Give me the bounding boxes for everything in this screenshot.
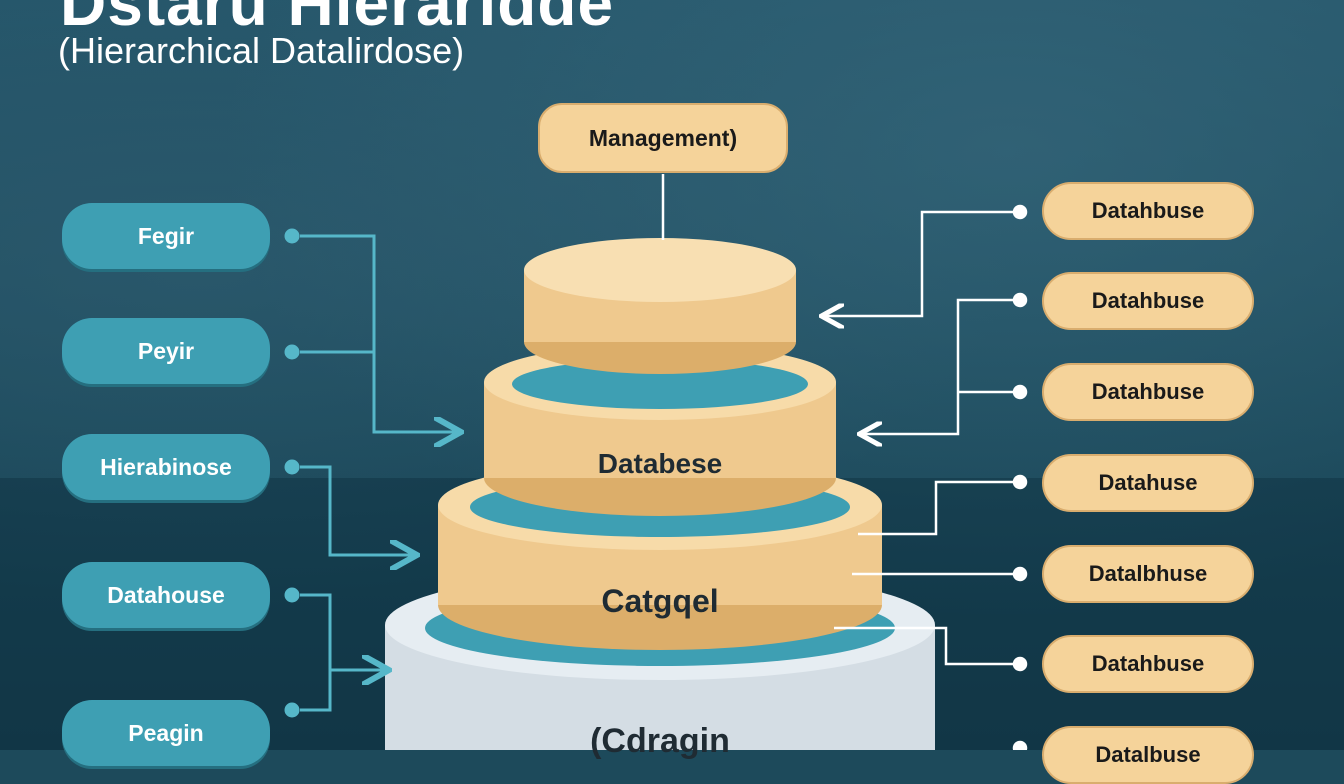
tier-base-label: (Cdragin — [590, 722, 730, 760]
left-node-4[interactable]: Datahouse — [62, 562, 270, 628]
right-node-2[interactable]: Datahbuse — [1042, 272, 1254, 330]
right-node-7[interactable]: Datalbuse — [1042, 726, 1254, 784]
right-connectors — [824, 204, 1028, 750]
left-node-3[interactable]: Hierabinose — [62, 434, 270, 500]
right-node-6[interactable]: Datahbuse — [1042, 635, 1254, 693]
left-node-2[interactable]: Peyir — [62, 318, 270, 384]
tier-middle-label: Databese — [597, 448, 723, 479]
left-node-1[interactable]: Fegir — [62, 203, 270, 269]
diagram-graphics — [284, 174, 1028, 750]
right-node-1[interactable]: Datahbuse — [1042, 182, 1254, 240]
diagram-title: Dstaru Hieraridde — [60, 0, 615, 39]
tier-top — [524, 238, 796, 374]
right-node-4[interactable]: Datahuse — [1042, 454, 1254, 512]
management-node[interactable]: Management) — [538, 103, 788, 173]
diagram-subtitle: (Hierarchical Datalirdose) — [58, 30, 465, 71]
right-node-3[interactable]: Datahbuse — [1042, 363, 1254, 421]
right-node-5[interactable]: Datalbhuse — [1042, 545, 1254, 603]
left-node-5[interactable]: Peagin — [62, 700, 270, 766]
tier-lower-label: Catgqel — [601, 583, 719, 619]
left-connectors — [284, 228, 458, 718]
